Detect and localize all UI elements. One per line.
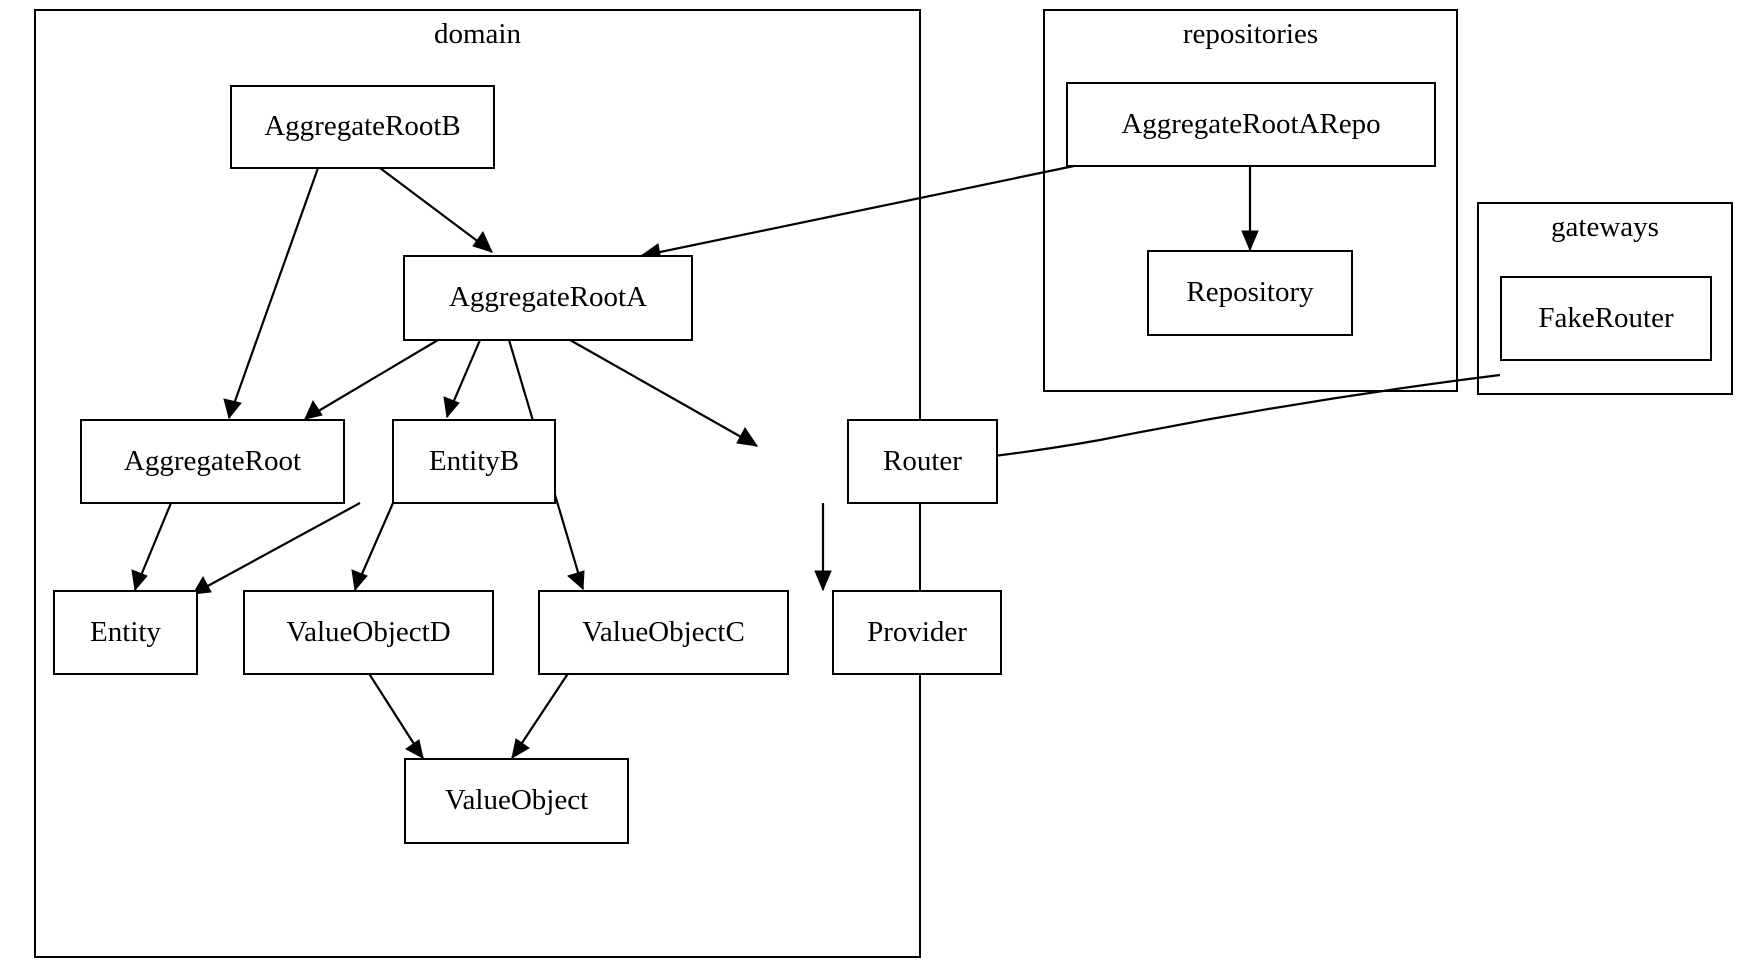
node-entity[interactable]: Entity bbox=[53, 590, 198, 675]
node-aggregateroot-label: AggregateRoot bbox=[123, 444, 302, 477]
node-valueobjectd[interactable]: ValueObjectD bbox=[243, 590, 494, 675]
node-aggregaterootb[interactable]: AggregateRootB bbox=[230, 85, 495, 169]
node-entityb[interactable]: EntityB bbox=[392, 419, 556, 504]
node-repository-label: Repository bbox=[1186, 276, 1314, 309]
node-valueobject[interactable]: ValueObject bbox=[404, 758, 629, 844]
node-entityb-label: EntityB bbox=[428, 444, 520, 477]
cluster-domain-label: domain bbox=[434, 18, 521, 50]
node-valueobjectc-label: ValueObjectC bbox=[582, 615, 745, 648]
node-router-label: Router bbox=[883, 444, 962, 477]
node-aggregateroota-label: AggregateRootA bbox=[448, 281, 648, 314]
node-aggregaterootarepo-label: AggregateRootARepo bbox=[1121, 107, 1381, 140]
cluster-repositories-label: repositories bbox=[1182, 18, 1319, 50]
node-repository[interactable]: Repository bbox=[1147, 250, 1353, 336]
cluster-gateways: gateways bbox=[1477, 202, 1733, 395]
node-aggregaterootarepo[interactable]: AggregateRootARepo bbox=[1066, 82, 1436, 167]
node-aggregateroot[interactable]: AggregateRoot bbox=[80, 419, 345, 504]
node-aggregateroota[interactable]: AggregateRootA bbox=[403, 255, 693, 341]
node-provider[interactable]: Provider bbox=[832, 590, 1002, 675]
node-valueobjectd-label: ValueObjectD bbox=[286, 615, 451, 648]
node-valueobjectc[interactable]: ValueObjectC bbox=[538, 590, 789, 675]
node-valueobject-label: ValueObject bbox=[444, 784, 589, 817]
node-router[interactable]: Router bbox=[847, 419, 998, 504]
cluster-gateways-label: gateways bbox=[1551, 211, 1659, 243]
node-fakerouter[interactable]: FakeRouter bbox=[1500, 276, 1712, 361]
node-provider-label: Provider bbox=[867, 615, 967, 648]
node-fakerouter-label: FakeRouter bbox=[1538, 301, 1674, 334]
node-entity-label: Entity bbox=[90, 615, 161, 648]
node-aggregaterootb-label: AggregateRootB bbox=[264, 110, 461, 143]
